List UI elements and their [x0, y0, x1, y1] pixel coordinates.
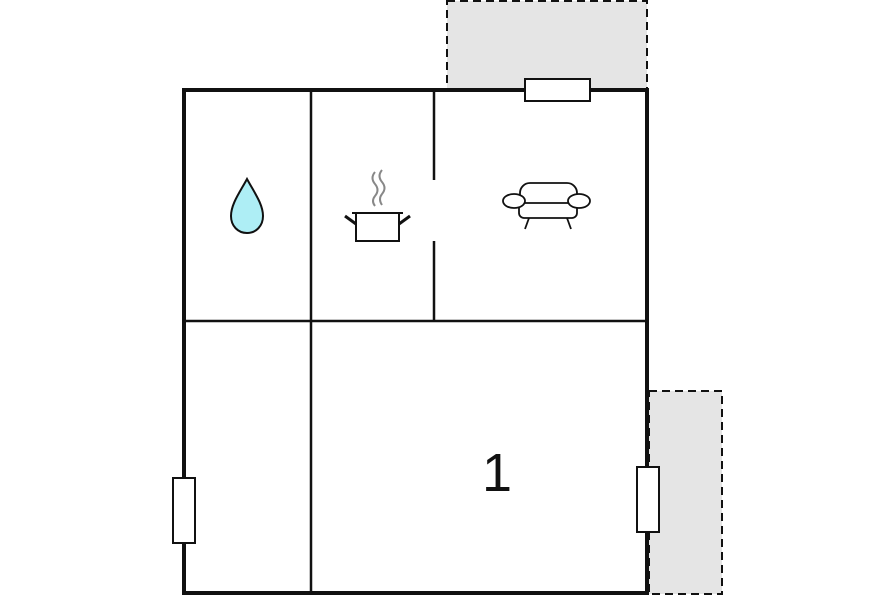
exterior-wall	[182, 88, 649, 595]
window-top	[524, 78, 591, 102]
terrace-top	[446, 0, 648, 90]
terrace-right	[648, 390, 723, 595]
water-drop-icon	[229, 176, 265, 235]
window-right	[636, 466, 660, 533]
cooking-pot-icon	[344, 169, 411, 242]
window-left	[172, 477, 196, 544]
sofa-icon	[502, 182, 591, 230]
room-label-bedroom: 1	[482, 443, 512, 503]
